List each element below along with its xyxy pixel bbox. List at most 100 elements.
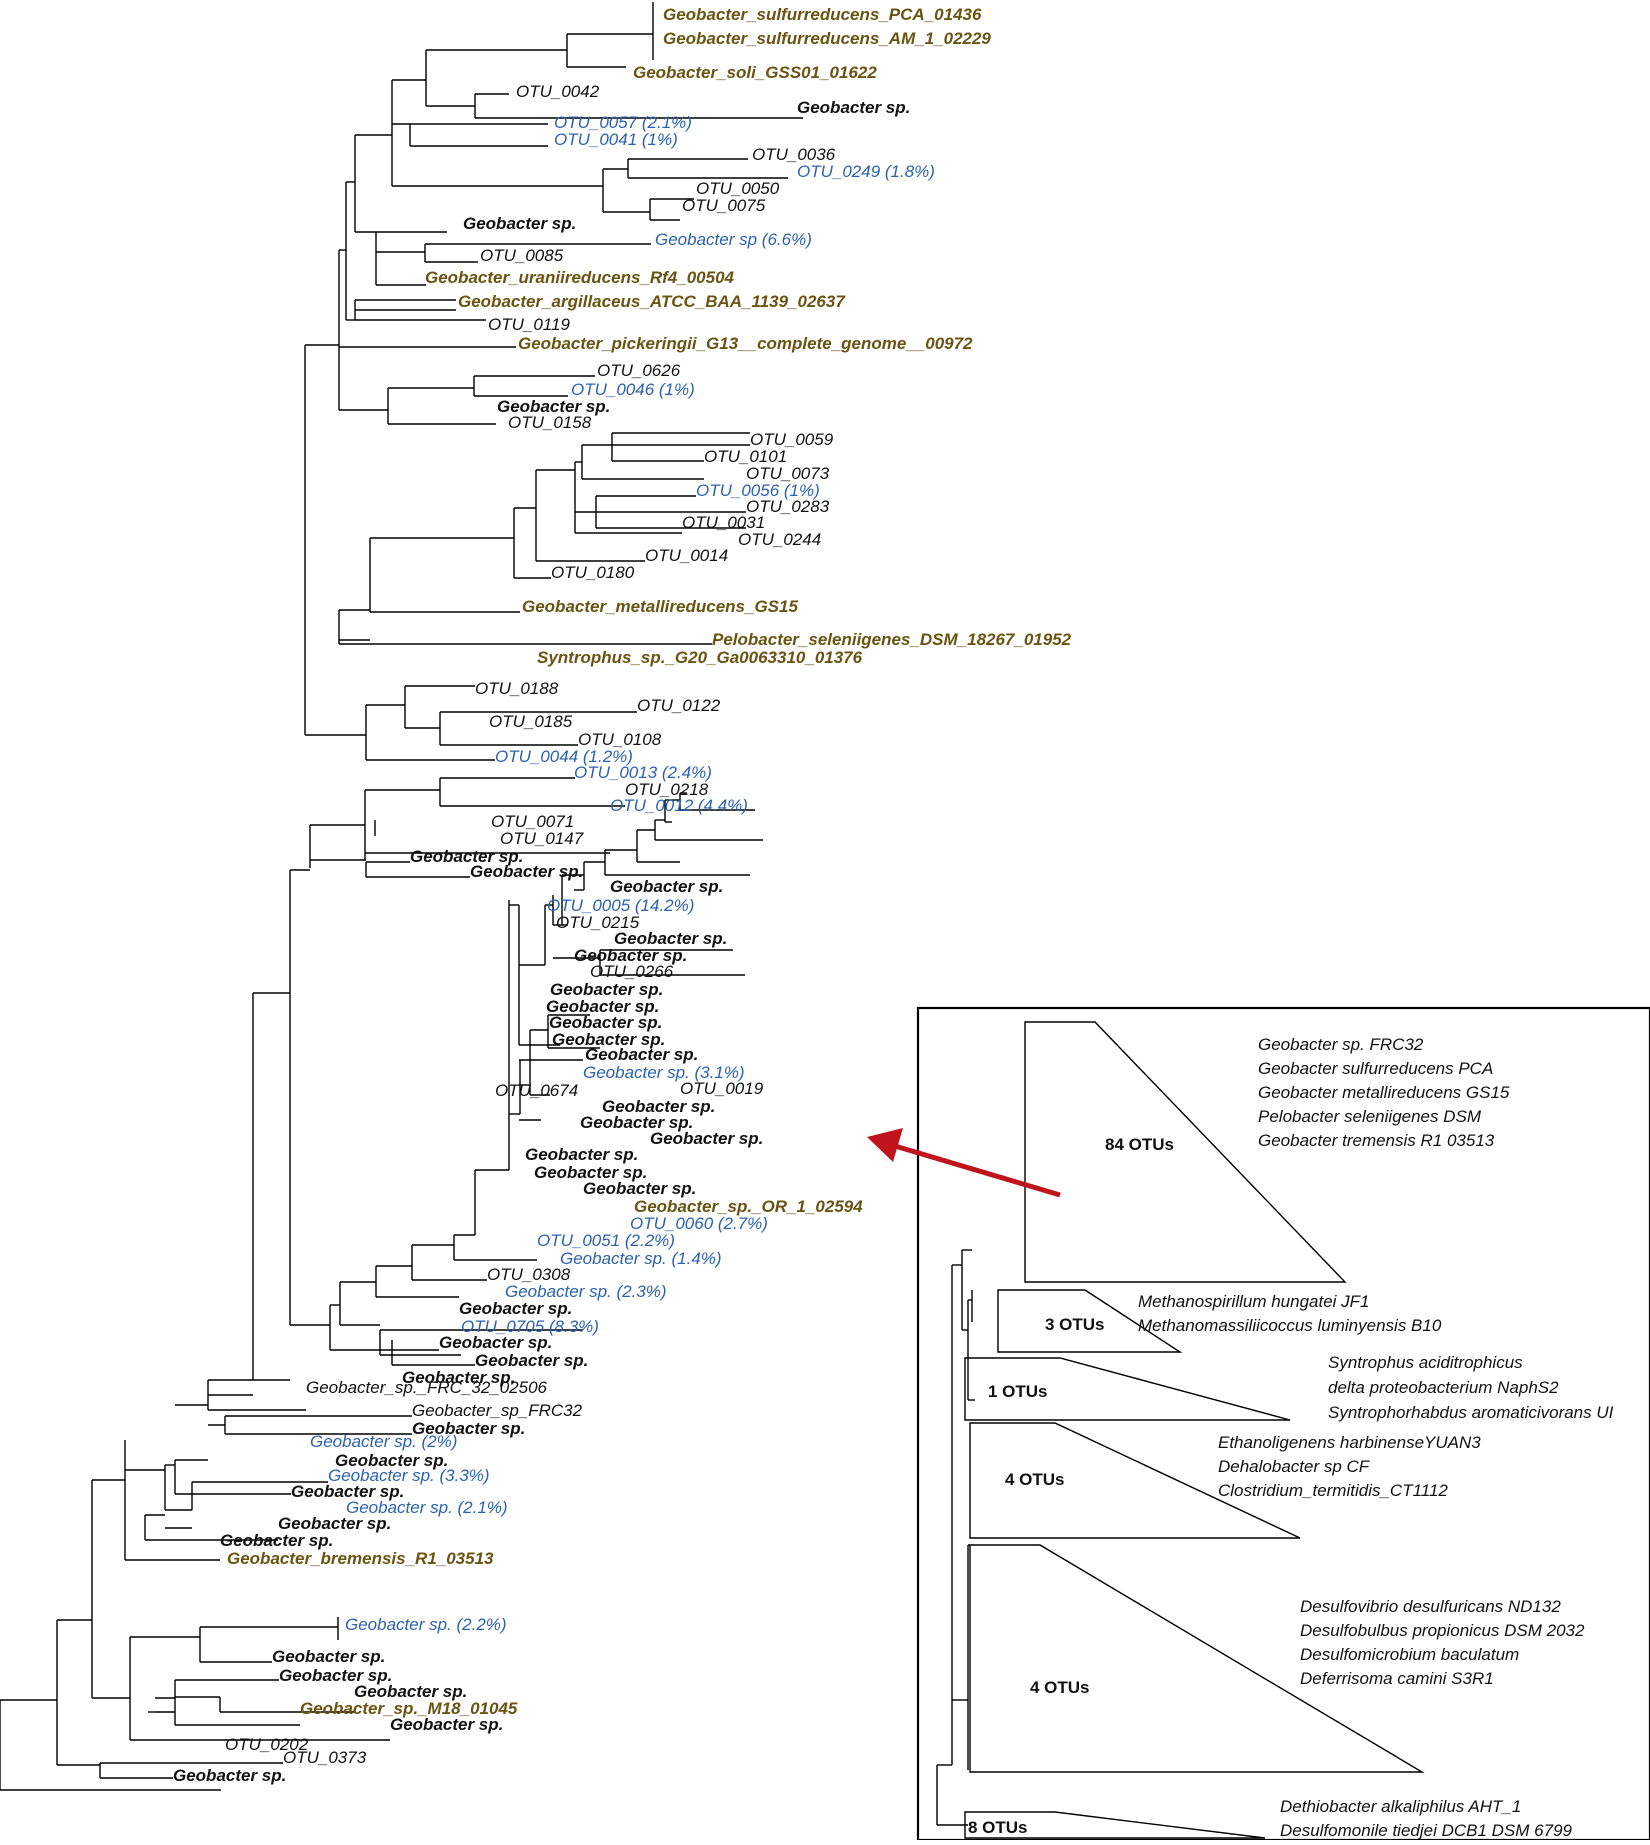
clade-member-label: Syntrophus aciditrophicus [1328,1353,1523,1372]
tree-leaf-label: Syntrophus_sp._G20_Ga0063310_01376 [537,648,863,667]
tree-leaf-label: Geobacter sp. [459,1299,572,1318]
tree-leaf-label: Geobacter sp. (3.1%) [583,1063,745,1082]
tree-leaf-label: OTU_0101 [704,447,787,466]
clade-member-label: Clostridium_termitidis_CT1112 [1218,1481,1448,1500]
tree-leaf-label: Geobacter sp. [279,1666,392,1685]
tree-leaf-label: Geobacter sp. [354,1682,467,1701]
tree-leaf-label: OTU_0674 [495,1081,578,1100]
tree-leaf-label: OTU_0057 (2.1%) [554,113,692,132]
tree-leaf-label: Geobacter sp. [470,862,583,881]
tree-leaf-label: OTU_0249 (1.8%) [797,162,935,181]
tree-leaf-label: Pelobacter_seleniigenes_DSM_18267_01952 [712,630,1072,649]
tree-leaf-label: OTU_0013 (2.4%) [574,763,712,782]
tree-leaf-label: Geobacter_sulfurreducens_AM_1_02229 [663,29,991,48]
clade-member-label: Geobacter sulfurreducens PCA [1258,1059,1493,1078]
tree-leaf-label: Geobacter sp. [583,1179,696,1198]
tree-leaf-label: Geobacter sp. [610,877,723,896]
tree-leaf-label: Geobacter sp. [585,1045,698,1064]
tree-leaf-label: Geobacter sp. (1.4%) [560,1249,722,1268]
tree-leaf-label: Geobacter_bremensis_R1_03513 [227,1549,494,1568]
tree-leaf-label: OTU_0059 [750,430,834,449]
tree-leaf-label: OTU_0073 [746,464,830,483]
tree-leaf-label: Geobacter sp. [335,1451,448,1470]
clade-otu-count: 84 OTUs [1105,1135,1174,1154]
tree-leaf-label: Geobacter sp. [580,1113,693,1132]
clade-member-label: Geobacter sp. FRC32 [1258,1035,1424,1054]
tree-leaf-label: Geobacter_sulfurreducens_PCA_01436 [663,5,982,24]
tree-leaf-label: OTU_0044 (1.2%) [495,747,633,766]
tree-leaf-label: OTU_0158 [508,413,592,432]
tree-leaf-label: Geobacter sp. [534,1163,647,1182]
clade-member-label: Dehalobacter sp CF [1218,1457,1371,1476]
tree-leaf-label: Geobacter sp. [412,1419,525,1438]
tree-leaf-label: OTU_0085 [480,246,564,265]
clade-member-label: Methanomassiliicoccus luminyensis B10 [1138,1316,1442,1335]
collapsed-clade-triangle [969,1422,1301,1539]
clade-member-label: Ethanoligenens harbinenseYUAN3 [1218,1433,1481,1452]
tree-leaf-label: OTU_0075 [682,196,766,215]
tree-leaf-label: Geobacter sp. (2.3%) [505,1282,667,1301]
tree-leaf-label: OTU_0014 [645,546,728,565]
clade-member-label: Desulfovibrio desulfuricans ND132 [1300,1597,1561,1616]
pointer-arrow [867,1128,1061,1198]
tree-leaf-label: OTU_0060 (2.7%) [630,1214,768,1233]
tree-leaf-label: OTU_0188 [475,679,559,698]
tree-leaf-label: Geobacter sp. [390,1715,503,1734]
tree-leaf-label: Geobacter sp. [272,1647,385,1666]
tree-leaf-label: OTU_0185 [489,712,573,731]
tree-leaf-label: Geobacter_sp._M18_01045 [300,1699,518,1718]
tree-leaf-label: Geobacter sp. [278,1514,391,1533]
clade-otu-count: 1 OTUs [988,1382,1048,1401]
clade-member-label: Dethiobacter alkaliphilus AHT_1 [1280,1797,1521,1816]
collapsed-clade-triangle [969,1544,1425,1773]
tree-leaf-label: Geobacter sp. [402,1368,515,1387]
tree-leaf-label: Geobacter sp. [602,1097,715,1116]
clade-member-label: Geobacter tremensis R1 03513 [1258,1131,1495,1150]
tree-leaf-label: Geobacter_uraniireducens_Rf4_00504 [425,268,735,287]
tree-leaf-label: Geobacter sp. [574,946,687,965]
clade-member-label: delta proteobacterium NaphS2 [1328,1378,1559,1397]
tree-leaf-label: OTU_0071 [491,812,574,831]
tree-leaf-label: Geobacter sp. [439,1333,552,1352]
tree-leaf-label: OTU_0705 (8.3%) [461,1317,599,1336]
collapsed-clade-triangle [997,1289,1183,1353]
clade-otu-count: 4 OTUs [1005,1470,1065,1489]
tree-leaf-label: OTU_0041 (1%) [554,130,678,149]
tree-leaf-label: Geobacter sp. (2%) [310,1432,457,1451]
tree-leaf-label: Geobacter sp. [614,929,727,948]
clade-member-label: Pelobacter seleniigenes DSM [1258,1107,1482,1126]
tree-leaf-label: OTU_0056 (1%) [696,481,820,500]
tree-leaf-label: Geobacter sp. [463,214,576,233]
tree-leaf-label: OTU_0147 [500,829,584,848]
tree-leaf-label: Geobacter_metallireducens_GS15 [522,597,798,616]
tree-leaf-label: Geobacter sp. [525,1145,638,1164]
clade-member-label: Deferrisoma camini S3R1 [1300,1669,1494,1688]
tree-leaf-label: Geobacter_sp._FRC_32_02506 [306,1378,548,1397]
tree-leaf-label: Geobacter sp. [410,847,523,866]
tree-leaf-label: Geobacter_sp_FRC32 [412,1401,583,1420]
clade-member-label: Desulfomicrobium baculatum [1300,1645,1519,1664]
tree-leaf-label: Geobacter_pickeringii_G13__complete_geno… [518,334,973,353]
tree-leaf-label: Geobacter sp. [173,1766,286,1785]
tree-leaf-label: OTU_0012 (4.4%) [610,796,748,815]
tree-leaf-label: Geobacter sp. (2.1%) [346,1498,508,1517]
tree-leaf-label: Geobacter sp. [546,997,659,1016]
tree-leaf-label: OTU_0283 [746,497,830,516]
tree-leaf-label: Geobacter sp. [552,1030,665,1049]
tree-leaf-label: Geobacter sp. (2.2%) [345,1615,507,1634]
tree-leaf-label: Geobacter sp. (3.3%) [328,1466,490,1485]
collapsed-clade-triangle [964,1811,1266,1839]
tree-leaf-label: OTU_0244 [738,530,821,549]
inset-branches [936,1249,975,1826]
tree-leaf-label: OTU_0308 [487,1265,571,1284]
tree-leaf-label: OTU_0051 (2.2%) [537,1231,675,1250]
tree-leaf-label: OTU_0042 [516,82,600,101]
tree-leaf-label: Geobacter sp (6.6%) [655,230,812,249]
collapsed-clade-triangle [1024,1021,1347,1283]
clade-member-label: Desulfobulbus propionicus DSM 2032 [1300,1621,1585,1640]
clade-member-label: Methanospirillum hungatei JF1 [1138,1292,1370,1311]
tree-leaf-label: OTU_0050 [696,179,780,198]
